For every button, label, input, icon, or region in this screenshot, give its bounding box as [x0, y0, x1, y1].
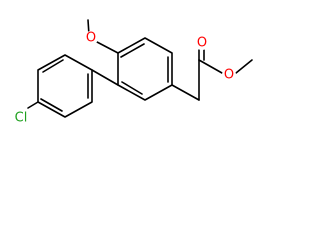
ester-oxygen-label: O — [224, 68, 234, 83]
biaryl-bond — [91, 69, 119, 86]
chemical-structure: O O O Cl — [10, 19, 253, 126]
ester-side-chain — [171, 49, 253, 101]
carbonyl-to-ester-oxygen-bond — [198, 59, 223, 74]
chlorophenyl-ring — [27, 54, 93, 118]
ester-oxygen-to-methyl-bond — [235, 59, 253, 74]
chlorine-label: Cl — [15, 111, 28, 126]
carbonyl-oxygen-atom: O — [195, 36, 209, 51]
central-benzene-ring — [117, 37, 173, 101]
ring-to-methylene-bond — [171, 84, 200, 101]
central-ring-inner-double-bond-1 — [120, 43, 145, 58]
methoxy-oxygen-atom: O — [84, 31, 98, 46]
central-ring-inner-double-bond-3 — [121, 81, 143, 95]
methoxy-oxygen-label: O — [86, 31, 96, 46]
carbonyl-oxygen-label: O — [197, 36, 207, 51]
ester-oxygen-atom: O — [222, 68, 236, 83]
chlorophenyl-inner-double-bond-2 — [40, 98, 63, 112]
ring-to-methoxy-oxygen-bond — [96, 41, 119, 54]
ring-to-ring-bond — [91, 69, 119, 86]
chlorine-atom: Cl — [10, 110, 32, 126]
chlorophenyl-inner-double-bond-3 — [42, 59, 64, 73]
ring-to-chlorine-bond — [27, 101, 39, 109]
